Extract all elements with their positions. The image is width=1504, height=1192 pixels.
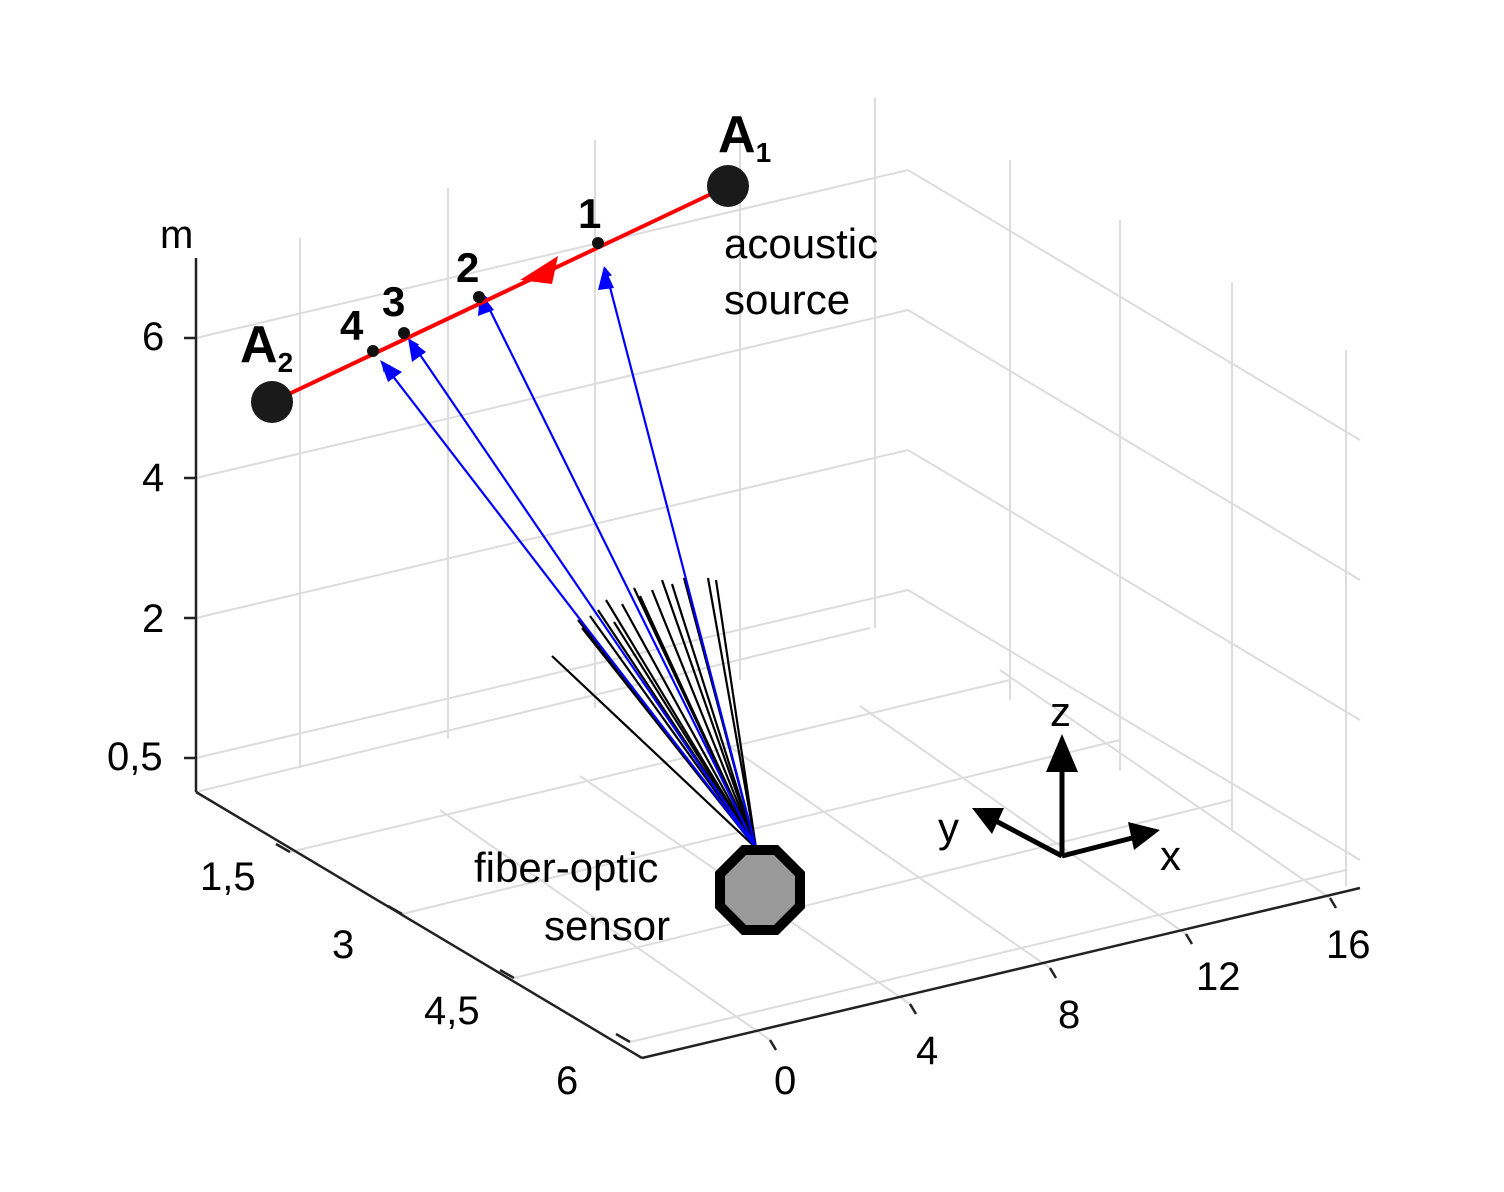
point-3-label: 3 xyxy=(382,278,405,325)
point-1-label: 1 xyxy=(578,190,601,237)
sensor-icon xyxy=(715,845,805,935)
endpoint-a1-label: A1 xyxy=(718,106,771,168)
endpoint-a2-label: A2 xyxy=(240,316,293,378)
endpoint-a1-marker xyxy=(707,165,749,207)
z-unit-label: m xyxy=(160,213,193,257)
x-tick-label: 4 xyxy=(916,1029,938,1073)
source-path xyxy=(271,184,729,404)
triad-arrowheads xyxy=(972,734,1160,850)
coordinate-triad xyxy=(992,760,1141,859)
x-arrow-icon xyxy=(1128,822,1160,850)
z-arrow-icon xyxy=(1046,734,1078,772)
triad-y-label: y xyxy=(938,804,959,851)
y-tick-label: 4,5 xyxy=(424,989,480,1033)
y-tick-label: 6 xyxy=(556,1059,578,1103)
point-4-marker xyxy=(367,345,379,357)
x-axis-line xyxy=(641,886,1361,1060)
point-2-label: 2 xyxy=(456,244,479,291)
source-label-line2: source xyxy=(724,276,850,323)
triad-z-label: z xyxy=(1050,688,1071,735)
y-tick-label: 1,5 xyxy=(200,855,256,899)
z-tick-label: 2 xyxy=(142,597,164,641)
endpoint-a2-marker xyxy=(251,381,293,423)
z-tick-label: 0,5 xyxy=(107,735,163,779)
triad-x-label: x xyxy=(1160,832,1181,879)
sensor-label-line2: sensor xyxy=(544,902,670,949)
point-3-marker xyxy=(398,327,410,339)
ray-to-point-1 xyxy=(602,267,758,849)
ray-to-point-4 xyxy=(381,361,757,849)
x-tick-label: 8 xyxy=(1058,993,1080,1037)
x-tick-label: 16 xyxy=(1326,923,1371,967)
ray-to-point-2 xyxy=(481,293,757,849)
z-tick-label: 6 xyxy=(142,315,164,359)
rays xyxy=(381,267,758,849)
z-tick-label: 4 xyxy=(142,456,164,500)
point-4-label: 4 xyxy=(340,302,364,349)
x-tick-label: 12 xyxy=(1196,955,1241,999)
sensor-label-line1: fiber-optic xyxy=(474,844,658,891)
direction-arrow-icon xyxy=(520,256,558,284)
point-1-marker xyxy=(592,237,604,249)
axes xyxy=(184,258,1361,1060)
x-tick-label: 0 xyxy=(774,1059,796,1103)
y-tick-label: 3 xyxy=(332,923,354,967)
y-axis-line xyxy=(195,790,643,1060)
point-2-marker xyxy=(473,291,485,303)
y-arrow-icon xyxy=(972,808,1004,834)
grid xyxy=(195,98,1361,1043)
source-label-line1: acoustic xyxy=(724,220,878,267)
ray-to-point-3 xyxy=(409,339,757,849)
